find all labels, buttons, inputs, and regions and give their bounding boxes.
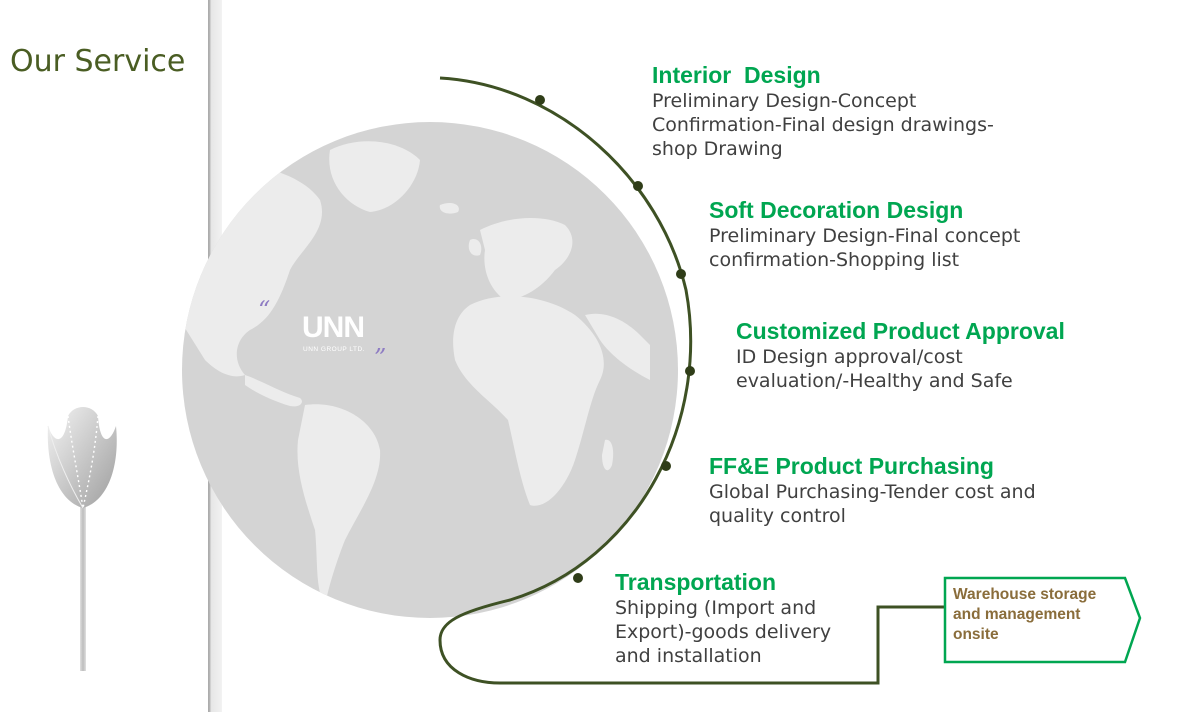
flow-node: [633, 181, 643, 191]
open-quote-mark: “: [258, 296, 271, 324]
service-title: Customized Product Approval: [736, 318, 1065, 344]
page-title: Our Service: [10, 44, 186, 79]
flow-node: [685, 366, 695, 376]
company-logo: UNN: [302, 311, 365, 344]
service-item: FF&E Product Purchasing Global Purchasin…: [709, 453, 1036, 528]
flow-node: [573, 573, 583, 583]
tulip-icon: [47, 407, 117, 671]
flow-node: [661, 461, 671, 471]
service-description: Preliminary Design-Final concept confirm…: [709, 225, 1021, 271]
service-item: Soft Decoration Design Preliminary Desig…: [709, 197, 1020, 272]
service-title: Interior Design: [652, 62, 821, 88]
service-title: FF&E Product Purchasing: [709, 453, 994, 479]
company-logo-subtitle: UNN GROUP LTD.: [303, 346, 366, 353]
service-item: Interior Design Preliminary Design-Conce…: [652, 62, 994, 161]
arrow-tag-icon: [943, 576, 1142, 664]
service-item: Transportation Shipping (Import and Expo…: [615, 569, 831, 668]
service-description: ID Design approval/cost evaluation/-Heal…: [736, 346, 1013, 392]
service-title: Transportation: [615, 569, 777, 595]
close-quote-mark: ”: [374, 344, 387, 372]
flow-curve: [438, 76, 945, 685]
service-description: Shipping (Import and Export)-goods deliv…: [615, 597, 832, 667]
service-title: Soft Decoration Design: [709, 197, 964, 223]
sidebar: [0, 0, 208, 712]
flow-node: [676, 269, 686, 279]
flow-node: [535, 95, 545, 105]
service-description: Global Purchasing-Tender cost and qualit…: [709, 481, 1036, 527]
service-item: Customized Product Approval ID Design ap…: [736, 318, 1065, 393]
globe-map-icon: [182, 122, 678, 618]
warehouse-label: Warehouse storage and management onsite: [953, 586, 1097, 643]
service-description: Preliminary Design-Concept Confirmation-…: [652, 90, 994, 160]
